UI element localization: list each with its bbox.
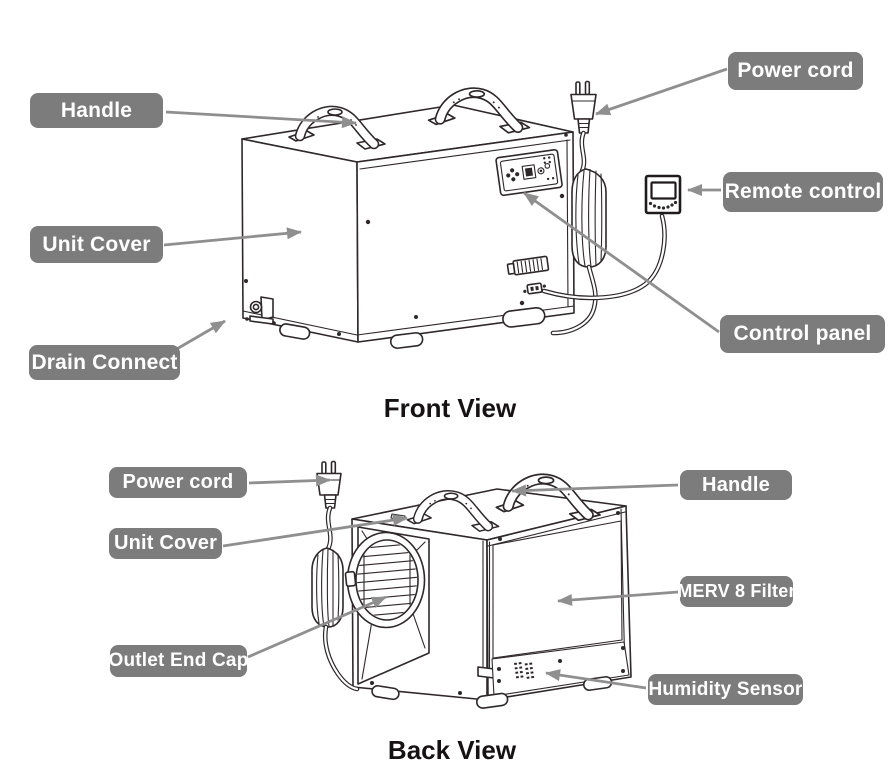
- drain-connect-part: [249, 296, 274, 325]
- front-unit-box: [241, 104, 575, 343]
- cable-connector-part: [523, 282, 546, 295]
- front-unit-feet: [279, 306, 546, 349]
- label-back-unit-cover: Unit Cover: [109, 528, 222, 559]
- back-screws: [370, 511, 625, 695]
- label-back-merv-8-filter: MERV 8 Filter: [677, 576, 795, 607]
- label-back-outlet-end-cap: Outlet End Cap: [108, 645, 248, 677]
- merv-filter-part: [492, 520, 623, 659]
- control-panel-part: [495, 148, 563, 197]
- front-leader-lines: [163, 67, 728, 352]
- vent-louver-part: [506, 255, 550, 276]
- label-front-power-cord: Power cord: [728, 52, 863, 90]
- label-front-control-panel: Control panel: [720, 315, 885, 353]
- label-front-unit-cover: Unit Cover: [30, 226, 163, 263]
- outlet-end-cap-part: [344, 526, 430, 685]
- front-view-drawing: [163, 67, 728, 352]
- front-screws: [244, 133, 568, 336]
- label-back-handle: Handle: [680, 470, 792, 500]
- label-back-humidity-sensor: Humidity Sensor: [648, 674, 803, 705]
- label-front-drain-connect: Drain Connect: [29, 345, 180, 380]
- label-front-handle: Handle: [30, 93, 163, 128]
- humidity-sensor-part: [491, 641, 630, 697]
- label-back-power-cord: Power cord: [109, 467, 247, 498]
- front-power-cord-part: [550, 80, 607, 336]
- back-view-title: Back View: [387, 735, 517, 765]
- back-unit-feet: [371, 676, 613, 709]
- label-front-remote-control: Remote control: [723, 172, 883, 212]
- back-leader-lines: [222, 474, 679, 690]
- front-view-title: Front View: [383, 393, 517, 423]
- back-view-drawing: [222, 460, 679, 709]
